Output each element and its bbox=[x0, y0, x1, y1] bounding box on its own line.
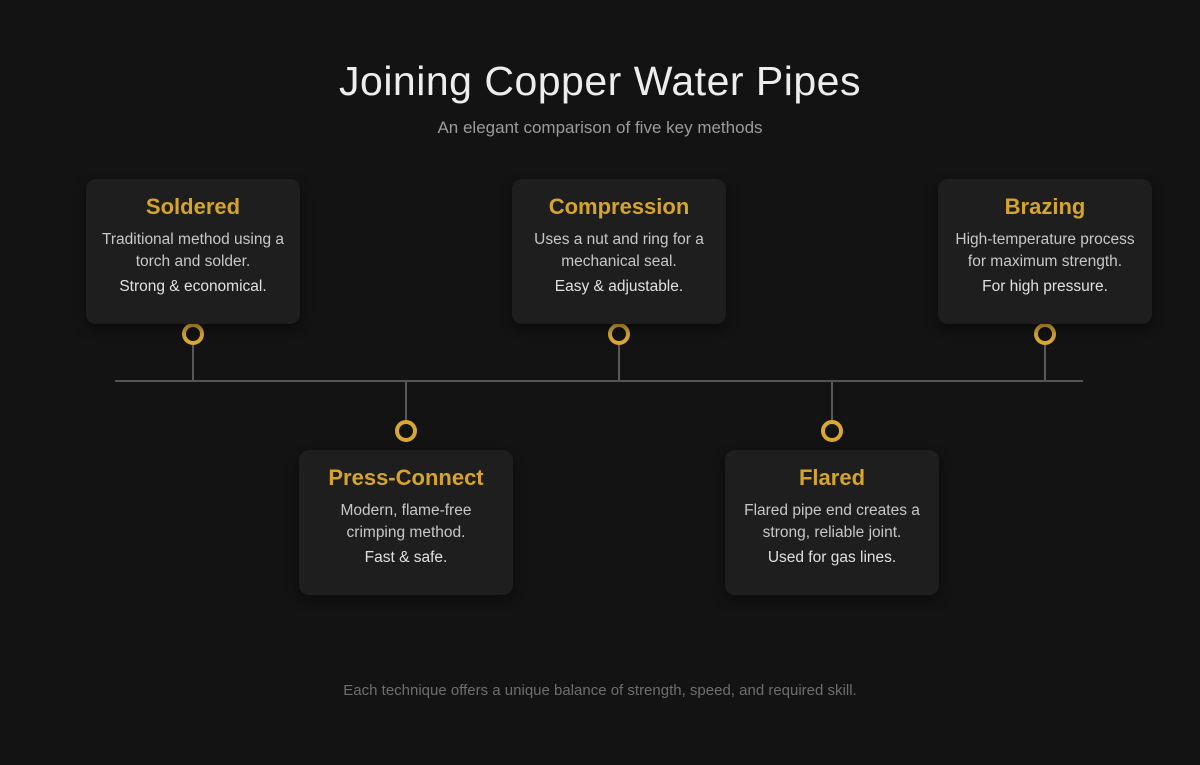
method-card-press-connect: Press-Connect Modern, flame-free crimpin… bbox=[299, 450, 513, 595]
method-description: Traditional method using a torch and sol… bbox=[101, 231, 285, 270]
method-title: Press-Connect bbox=[328, 465, 484, 490]
method-description: Modern, flame-free crimping method. bbox=[340, 502, 472, 541]
method-tagline: Strong & economical. bbox=[119, 278, 267, 295]
method-title: Flared bbox=[798, 465, 866, 490]
method-card-flared: Flared Flared pipe end creates a strong,… bbox=[725, 450, 939, 595]
method-title: Compression bbox=[548, 194, 690, 219]
connector-press-connect bbox=[405, 382, 407, 420]
page-subtitle: An elegant comparison of five key method… bbox=[437, 118, 763, 137]
method-card-compression: Compression Uses a nut and ring for a me… bbox=[512, 179, 726, 324]
method-description: High-temperature process for maximum str… bbox=[955, 231, 1135, 270]
method-card-brazing: Brazing High-temperature process for max… bbox=[938, 179, 1152, 324]
connector-flared bbox=[831, 382, 833, 420]
timeline-node-compression-icon bbox=[608, 323, 630, 345]
method-tagline: Easy & adjustable. bbox=[554, 278, 684, 295]
method-tagline: Fast & safe. bbox=[364, 549, 448, 566]
connector-soldered bbox=[192, 345, 194, 381]
timeline-line bbox=[115, 380, 1083, 382]
method-description: Uses a nut and ring for a mechanical sea… bbox=[534, 231, 704, 270]
method-description: Flared pipe end creates a strong, reliab… bbox=[744, 502, 920, 541]
method-title: Brazing bbox=[1004, 194, 1086, 219]
timeline-node-soldered-icon bbox=[182, 323, 204, 345]
method-card-soldered: Soldered Traditional method using a torc… bbox=[86, 179, 300, 324]
method-title: Soldered bbox=[145, 194, 241, 219]
method-tagline: Used for gas lines. bbox=[767, 549, 897, 566]
timeline-node-brazing-icon bbox=[1034, 323, 1056, 345]
method-tagline: For high pressure. bbox=[982, 278, 1108, 295]
page-footer: Each technique offers a unique balance o… bbox=[343, 682, 857, 699]
connector-brazing bbox=[1044, 345, 1046, 381]
connector-compression bbox=[618, 345, 620, 381]
page-title: Joining Copper Water Pipes bbox=[339, 58, 861, 104]
timeline-node-press-connect-icon bbox=[395, 420, 417, 442]
timeline-node-flared-icon bbox=[821, 420, 843, 442]
